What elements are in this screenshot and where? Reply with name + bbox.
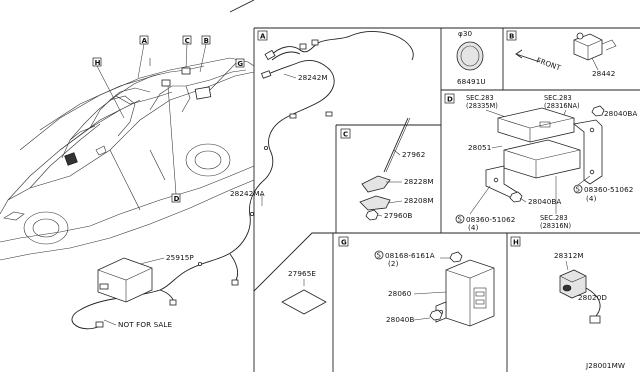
panel-g-content: S 08168-6161A (2) 28060 28040B [374, 250, 495, 327]
svg-text:SEC.283: SEC.283 [540, 214, 568, 222]
svg-text:28312M: 28312M [554, 251, 584, 260]
not-for-sale-note: NOT FOR SALE [103, 319, 172, 329]
svg-text:25915P: 25915P [166, 253, 194, 262]
svg-text:68491U: 68491U [457, 77, 486, 86]
svg-text:(4): (4) [468, 223, 479, 232]
car-callout-c: C [182, 35, 192, 69]
svg-text:(4): (4) [586, 194, 597, 203]
front-label: FRONT [535, 55, 562, 72]
svg-text:28242M: 28242M [298, 73, 328, 82]
svg-text:28442: 28442 [592, 69, 615, 78]
svg-text:28228M: 28228M [404, 177, 434, 186]
svg-text:28242MA: 28242MA [230, 189, 265, 198]
svg-text:A: A [260, 33, 266, 41]
panel-letter-d: D [444, 93, 455, 104]
svg-text:A: A [142, 37, 148, 45]
svg-text:28060: 28060 [388, 289, 412, 298]
bolt-08168: S 08168-6161A (2) [374, 250, 452, 268]
panel-d-content: SEC.283 (28335M) SEC.283 (28316NA) 28051… [455, 94, 637, 232]
panel-letter-a: A [257, 30, 268, 41]
divider-bottom [253, 232, 640, 292]
bolt-08360-left: S 08360-51062 (4) [455, 185, 515, 232]
svg-text:28208M: 28208M [404, 196, 434, 205]
svg-text:C: C [185, 37, 190, 45]
panel-letter-boxes: A B C D G H [257, 30, 521, 247]
svg-text:27960B: 27960B [384, 211, 412, 220]
label-28242m: 28242M [283, 73, 328, 82]
panel-letter-h: H [510, 236, 521, 247]
car-illustration [0, 57, 255, 261]
svg-text:(28316NA): (28316NA) [544, 102, 580, 110]
svg-text:D: D [447, 96, 453, 104]
svg-text:D: D [174, 195, 180, 203]
svg-text:27962: 27962 [402, 150, 425, 159]
svg-text:28020D: 28020D [578, 293, 607, 302]
panel-c-content: 27962 28228M 28208M 27960B [359, 117, 434, 221]
panel-h-content: 28312M 28020D [554, 251, 607, 324]
rod-antenna [383, 117, 409, 173]
svg-text:G: G [237, 60, 243, 68]
label-28242ma: 28242MA [230, 189, 265, 206]
svg-text:H: H [513, 239, 519, 247]
svg-text:φ30: φ30 [458, 29, 473, 38]
svg-text:B: B [204, 37, 209, 45]
car-callout-b: B [199, 35, 211, 73]
divider-car-top [229, 0, 255, 13]
svg-text:S: S [576, 185, 580, 193]
car-callout-g: G [209, 58, 245, 91]
front-arrow [515, 53, 541, 63]
panel-grid [229, 0, 640, 372]
car-callout-h: H [92, 57, 125, 119]
panel-b-content: FRONT 28442 [515, 32, 617, 78]
svg-text:G: G [341, 239, 347, 247]
car-callouts: A B C D G H [92, 35, 245, 203]
car-callout-a: A [137, 35, 149, 79]
svg-text:C: C [343, 131, 348, 139]
module-25915p: 25915P [97, 253, 194, 303]
panel-e-content: 27965E [281, 269, 327, 315]
part-68491u: φ30 68491U [456, 29, 486, 86]
svg-text:S: S [458, 215, 462, 223]
svg-text:(28316N): (28316N) [540, 222, 571, 230]
svg-text:08168-6161A: 08168-6161A [385, 251, 435, 260]
svg-text:28040BA: 28040BA [528, 197, 561, 206]
svg-text:S: S [377, 251, 381, 259]
svg-text:B: B [509, 33, 514, 41]
bolt-08360-right: S 08360-51062 (4) [573, 175, 633, 203]
svg-text:08360-51062: 08360-51062 [466, 215, 515, 224]
diagram-id: J28001MW [585, 361, 625, 370]
svg-text:28040BA: 28040BA [604, 109, 637, 118]
panel-letter-c: C [340, 128, 351, 139]
svg-text:08360-51062: 08360-51062 [584, 185, 633, 194]
svg-text:H: H [95, 59, 101, 67]
svg-text:(28335M): (28335M) [466, 102, 498, 110]
svg-text:(2): (2) [388, 259, 399, 268]
svg-text:SEC.283: SEC.283 [544, 94, 572, 102]
car-callout-d: D [167, 85, 181, 203]
panel-letter-g: G [338, 236, 349, 247]
svg-text:28040B: 28040B [386, 315, 414, 324]
svg-text:28051: 28051 [468, 143, 491, 152]
panel-letter-b: B [506, 30, 517, 41]
svg-text:SEC.283: SEC.283 [466, 94, 494, 102]
svg-text:27965E: 27965E [288, 269, 316, 278]
svg-text:NOT FOR SALE: NOT FOR SALE [118, 320, 172, 329]
